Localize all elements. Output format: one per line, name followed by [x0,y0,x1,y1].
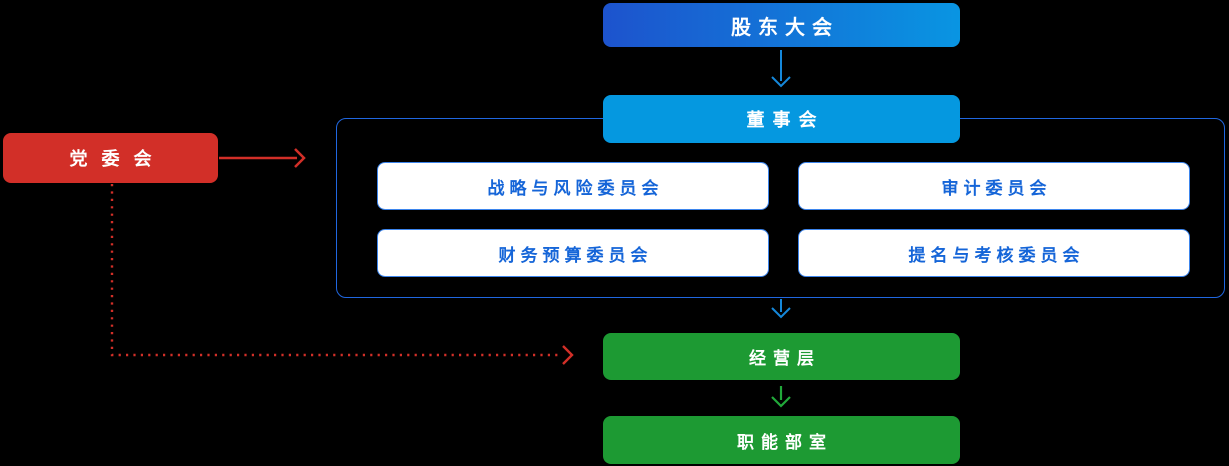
node-shareholders-meeting: 股东大会 [603,3,960,47]
arrow-container-to-management [771,299,791,319]
arrow-down-icon [771,307,791,319]
node-committee-strategy-risk: 战略与风险委员会 [377,162,769,210]
node-committee-nomination-assessment: 提名与考核委员会 [798,229,1190,277]
arrow-management-to-departments [771,386,791,408]
node-functional-departments: 职能部室 [603,416,960,464]
node-committee-audit: 审计委员会 [798,162,1190,210]
node-management-label: 经营层 [749,349,821,368]
node-board-of-directors: 董事会 [603,95,960,143]
node-board-label: 董事会 [746,110,825,130]
node-departments-label: 职能部室 [737,432,833,452]
node-management-level: 经营层 [603,333,960,380]
arrow-down-icon [771,76,791,88]
committee-label: 财务预算委员会 [498,245,653,265]
node-party-label: 党委会 [69,149,166,169]
committee-label: 提名与考核委员会 [908,245,1085,265]
node-shareholders-label: 股东大会 [731,16,839,39]
arrow-down-icon [771,396,791,408]
arrow-right-icon [294,148,306,168]
arrow-shareholders-to-board [771,50,791,88]
arrow-party-to-board-container [219,148,306,168]
committee-label: 战略与风险委员会 [487,178,664,198]
node-party-committee: 党委会 [3,133,218,183]
committee-label: 审计委员会 [941,178,1052,198]
node-committee-financial-budget: 财务预算委员会 [377,229,769,277]
arrow-right-icon [562,345,574,365]
